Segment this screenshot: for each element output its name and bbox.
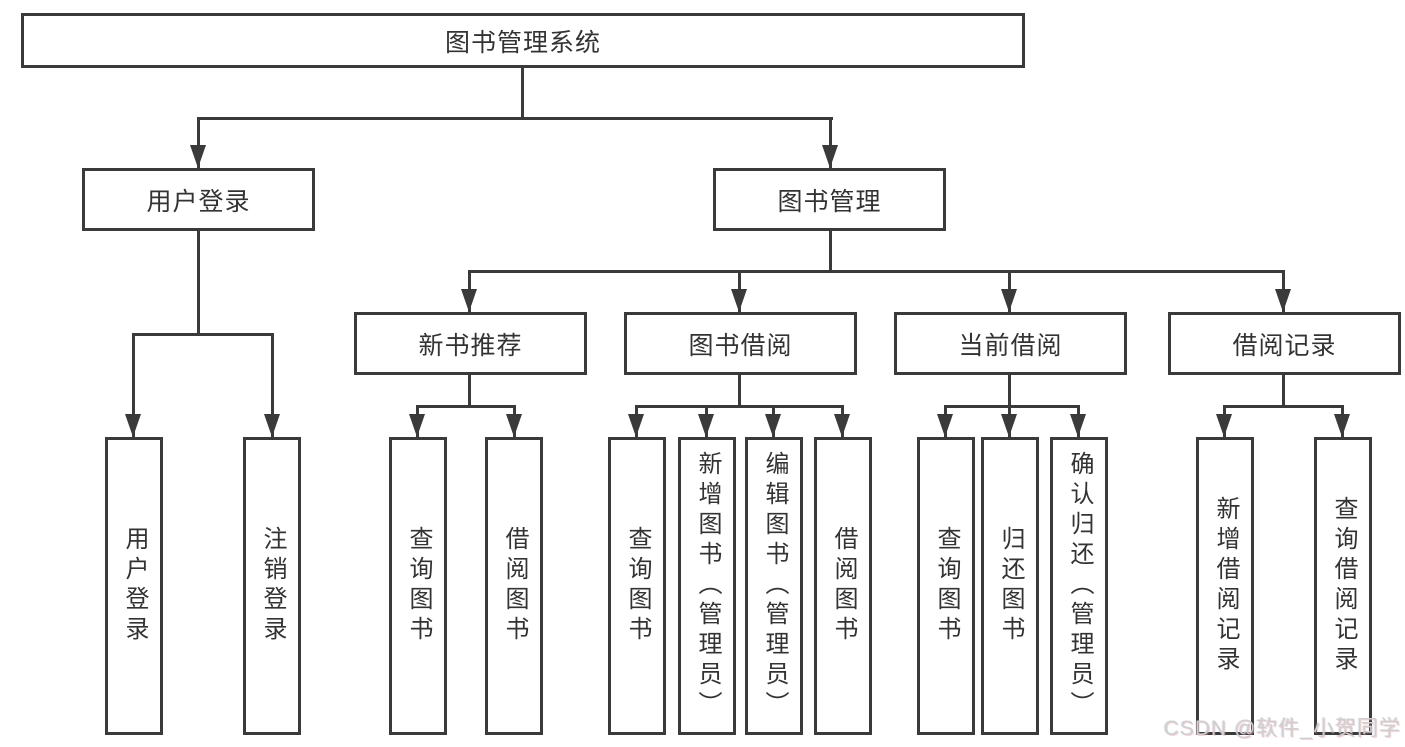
leaf-borrow-query: 查询图书 bbox=[608, 437, 666, 735]
connector-line bbox=[468, 375, 471, 407]
arrow-down-icon bbox=[1334, 414, 1350, 437]
leaf-borrow-edit-admin: 编辑图书（管理员） bbox=[745, 437, 803, 735]
leaf-current-query: 查询图书 bbox=[917, 437, 975, 735]
arrow-down-icon bbox=[1001, 414, 1017, 437]
arrow-down-icon bbox=[628, 414, 644, 437]
leaf-records-add: 新增借阅记录 bbox=[1196, 437, 1254, 735]
connector-line bbox=[132, 333, 135, 437]
node-current-borrowing: 当前借阅 bbox=[894, 312, 1127, 375]
connector-line bbox=[416, 405, 516, 408]
connector-line bbox=[1223, 405, 1344, 408]
connector-line bbox=[829, 231, 832, 272]
arrow-down-icon bbox=[264, 414, 280, 437]
leaf-new-books-query: 查询图书 bbox=[389, 437, 447, 735]
connector-line bbox=[829, 117, 832, 168]
arrow-down-icon bbox=[765, 414, 781, 437]
watermark: CSDN @软件_小贺同学 bbox=[1163, 717, 1401, 740]
arrow-down-icon bbox=[1001, 289, 1017, 312]
leaf-borrow-borrow: 借阅图书 bbox=[814, 437, 872, 735]
arrow-down-icon bbox=[409, 414, 425, 437]
arrow-down-icon bbox=[822, 145, 838, 168]
node-book-borrowing: 图书借阅 bbox=[624, 312, 857, 375]
connector-line bbox=[521, 68, 524, 119]
arrow-down-icon bbox=[698, 414, 714, 437]
leaf-current-return: 归还图书 bbox=[981, 437, 1039, 735]
node-book-management: 图书管理 bbox=[713, 168, 946, 231]
connector-line bbox=[197, 117, 200, 168]
leaf-records-query: 查询借阅记录 bbox=[1314, 437, 1372, 735]
connector-line bbox=[738, 375, 741, 407]
node-borrowing-records: 借阅记录 bbox=[1168, 312, 1401, 375]
node-user-login: 用户登录 bbox=[82, 168, 315, 231]
arrow-down-icon bbox=[937, 414, 953, 437]
node-library-management-system: 图书管理系统 bbox=[21, 13, 1025, 68]
arrow-down-icon bbox=[1070, 414, 1086, 437]
arrow-down-icon bbox=[731, 289, 747, 312]
leaf-new-books-borrow: 借阅图书 bbox=[485, 437, 543, 735]
arrow-down-icon bbox=[461, 289, 477, 312]
arrow-down-icon bbox=[1275, 289, 1291, 312]
arrow-down-icon bbox=[834, 414, 850, 437]
arrow-down-icon bbox=[125, 414, 141, 437]
leaf-user-login: 用户登录 bbox=[105, 437, 163, 735]
connector-line bbox=[635, 405, 844, 408]
connector-line bbox=[944, 405, 1080, 408]
connector-line bbox=[1008, 375, 1011, 407]
leaf-current-confirm-admin: 确认归还（管理员） bbox=[1050, 437, 1108, 735]
arrow-down-icon bbox=[506, 414, 522, 437]
arrow-down-icon bbox=[190, 145, 206, 168]
connector-line bbox=[468, 270, 1285, 273]
arrow-down-icon bbox=[1216, 414, 1232, 437]
connector-line bbox=[1282, 375, 1285, 407]
connector-line bbox=[132, 333, 274, 336]
leaf-borrow-add-admin: 新增图书（管理员） bbox=[678, 437, 736, 735]
connector-line bbox=[197, 231, 200, 335]
connector-line bbox=[271, 333, 274, 437]
node-new-book-recommend: 新书推荐 bbox=[354, 312, 587, 375]
leaf-logout: 注销登录 bbox=[243, 437, 301, 735]
connector-line bbox=[197, 117, 833, 120]
